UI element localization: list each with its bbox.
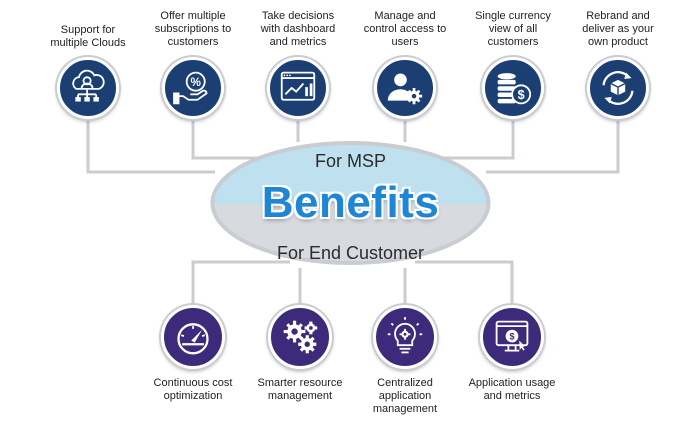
user-gear-icon — [387, 73, 423, 105]
cloud-network-icon — [72, 69, 105, 102]
msp-benefit-2: % — [162, 57, 224, 119]
msp-benefit-5: $ — [482, 57, 544, 119]
customer-benefit-label-1: Continuous cost optimization — [153, 377, 233, 402]
connector-top-1 — [86, 120, 215, 174]
svg-text:$: $ — [518, 88, 525, 102]
msp-benefit-label-6: Rebrand and deliver as your own product — [582, 10, 654, 48]
gears-icon — [283, 320, 318, 354]
customer-benefit-label-3: Centralized application management — [372, 377, 438, 415]
msp-benefit-label-4: Manage and control access to users — [363, 10, 447, 48]
msp-benefit-1 — [57, 57, 119, 119]
benefits-title: Benefits — [261, 178, 440, 227]
connector-top-6 — [486, 120, 620, 174]
msp-benefit-6 — [587, 57, 649, 119]
coins-dollar-icon: $ — [497, 73, 532, 105]
dashboard-chart-icon — [280, 71, 316, 101]
connector-bot-4 — [415, 260, 514, 305]
customer-benefit-2 — [268, 305, 332, 369]
msp-benefit-3 — [267, 57, 329, 119]
svg-text:%: % — [190, 76, 201, 89]
gauge-icon — [177, 323, 209, 355]
msp-benefit-label-3: Take decisions with dashboard and metric… — [260, 10, 336, 48]
connector-top-5 — [430, 120, 515, 160]
msp-benefit-label-2: Offer multiple subscriptions to customer… — [154, 10, 232, 48]
for-msp-label: For MSP — [314, 151, 386, 171]
monitor-dollar-icon: $ — [495, 320, 529, 352]
customer-benefit-4: $ — [480, 305, 544, 369]
percent-hand-icon: % — [173, 71, 208, 105]
for-end-customer-label: For End Customer — [276, 243, 425, 263]
lightbulb-gear-icon — [387, 317, 423, 354]
customer-benefit-label-2: Smarter resource management — [257, 377, 343, 402]
rebrand-box-icon — [602, 71, 634, 105]
msp-benefit-label-5: Single currency view of all customers — [475, 10, 551, 48]
customer-benefit-3 — [373, 305, 437, 369]
msp-benefit-4 — [374, 57, 436, 119]
svg-text:$: $ — [509, 332, 514, 342]
connector-bot-1 — [191, 260, 290, 305]
benefits-ellipse — [208, 138, 493, 268]
customer-benefit-label-4: Application usage and metrics — [468, 377, 556, 402]
customer-benefit-1 — [161, 305, 225, 369]
connector-top-2 — [191, 120, 270, 160]
msp-benefit-label-1: Support for multiple Clouds — [50, 24, 126, 49]
